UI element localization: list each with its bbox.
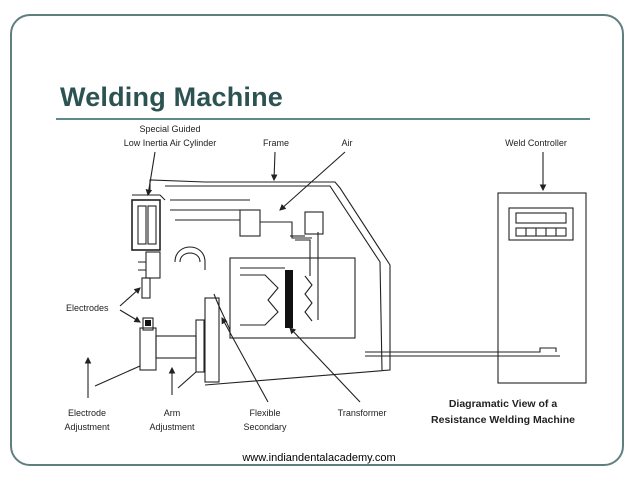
cylinder-leader — [145, 151, 156, 197]
weld-controller — [497, 192, 587, 384]
label-frame: Frame — [263, 138, 289, 148]
label-electrode-adj-line2: Adjustment — [64, 422, 110, 432]
transformer-housing — [229, 257, 356, 339]
controller-panel — [508, 207, 574, 241]
air-cylinder — [131, 199, 161, 251]
label-transformer: Transformer — [338, 408, 387, 418]
frame-leader — [270, 151, 278, 182]
air-leader — [279, 151, 346, 211]
label-arm-adj-line2: Adjustment — [149, 422, 195, 432]
footer-url: www.indiandentalacademy.com — [242, 452, 396, 464]
transformer-leader — [289, 327, 361, 403]
arm-adj-leader — [177, 371, 197, 389]
machine-frame — [149, 179, 391, 386]
label-arm-adj-line1: Arm — [164, 408, 181, 418]
transformer-core — [285, 270, 293, 328]
label-electrodes: Electrodes — [66, 303, 109, 313]
label-flexible-line1: Flexible — [249, 408, 280, 418]
label-air: Air — [342, 138, 353, 148]
label-cylinder-line2: Low Inertia Air Cylinder — [124, 138, 217, 148]
controller-buttons — [515, 227, 567, 237]
caption-line1: Diagramatic View of a — [449, 398, 558, 410]
label-weld-controller: Weld Controller — [505, 138, 567, 148]
label-electrode-adj-line1: Electrode — [68, 408, 106, 418]
air-valve-box — [239, 209, 261, 237]
controller-display — [515, 212, 567, 224]
electrode-adj-leader — [94, 365, 141, 387]
label-flexible-line2: Secondary — [243, 422, 287, 432]
caption-line2: Resistance Welding Machine — [431, 414, 575, 426]
transformer-secondary-coil — [304, 275, 313, 322]
electrodes-leader-lower — [119, 309, 141, 323]
flexible-leader — [221, 317, 269, 403]
label-cylinder-line1: Special Guided — [139, 124, 200, 134]
title-underline — [56, 118, 590, 120]
slide-title: Welding Machine — [60, 82, 284, 112]
electrodes-leader-upper — [119, 287, 141, 307]
lower-electrode — [139, 327, 157, 371]
